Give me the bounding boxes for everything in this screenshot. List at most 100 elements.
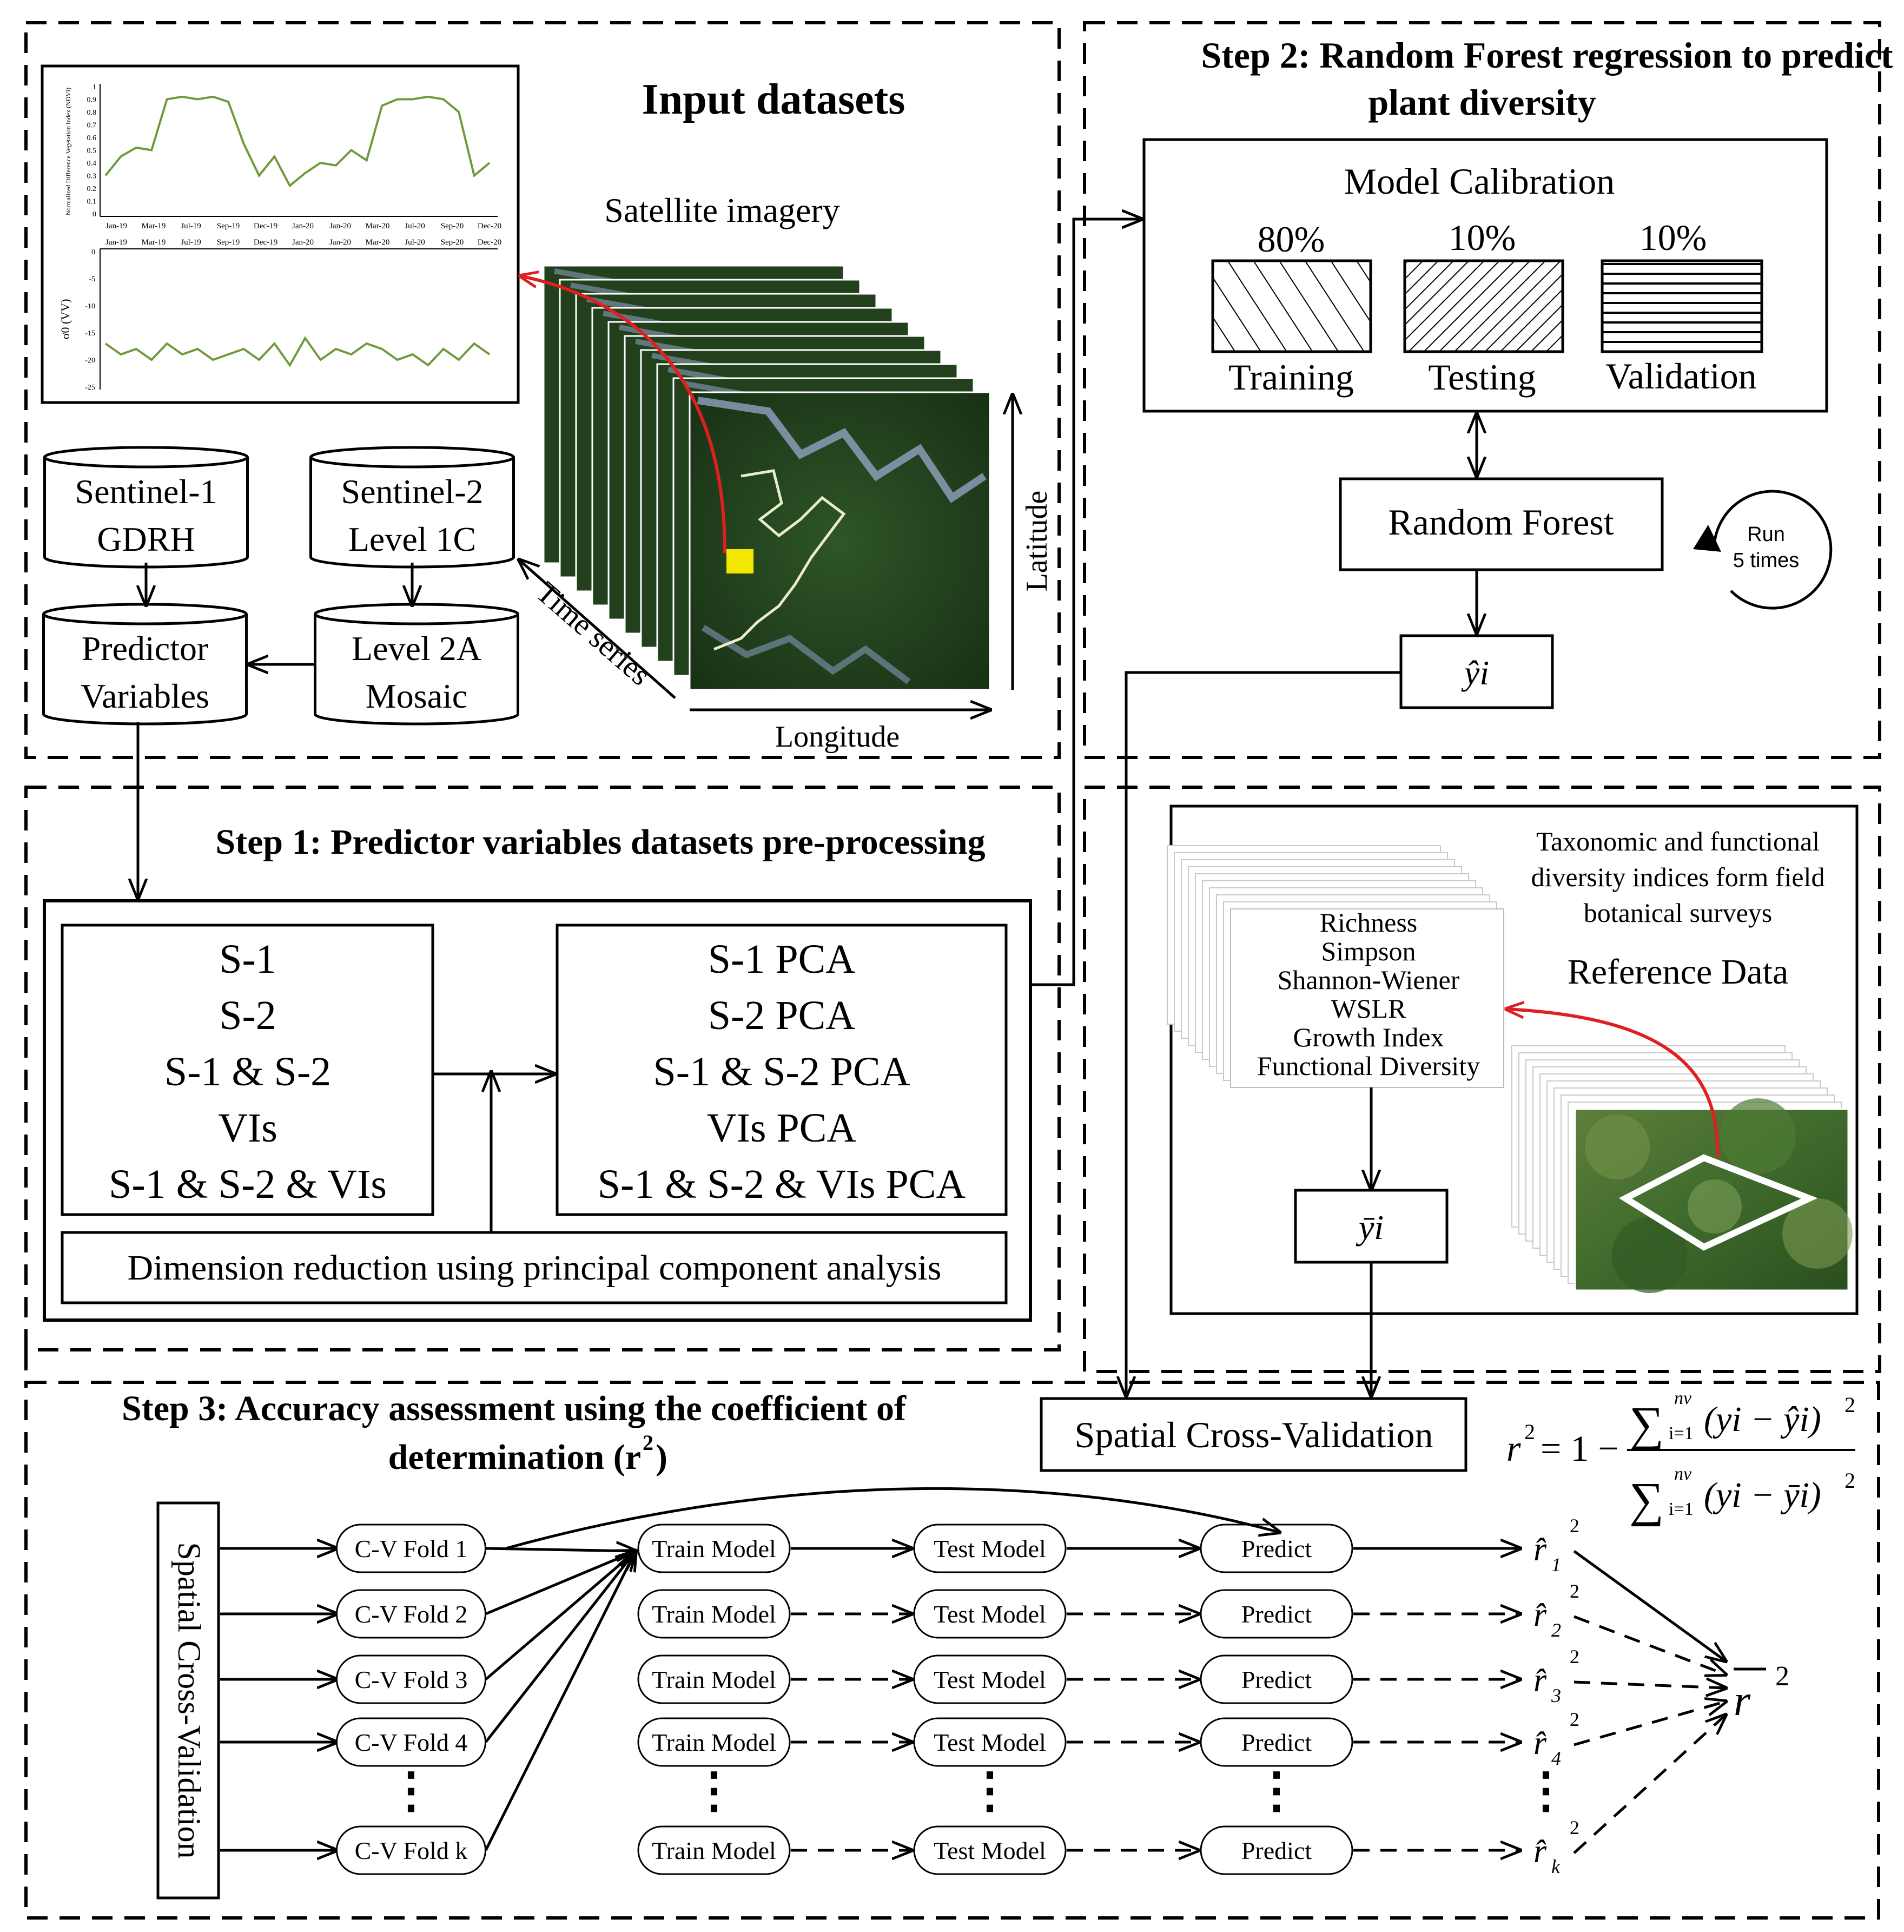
test-model <box>913 1825 1067 1875</box>
top-month-label: Jul-20 <box>405 222 425 230</box>
yhat-to-spatial-cv-arrow <box>1126 671 1401 1396</box>
step3-title-line2: determination (r 2 ) <box>388 1430 667 1477</box>
sentinel1-label-1: Sentinel-1 <box>75 472 217 511</box>
train-model <box>637 1825 791 1875</box>
train-model <box>637 1589 791 1639</box>
vv-series-line <box>104 336 491 367</box>
cylinder-top <box>42 603 248 625</box>
top-month-label: Jul-19 <box>181 222 201 230</box>
step3-title-1: Step 3: Accuracy assessment using the co… <box>122 1389 907 1428</box>
ndvi-tick-label: 0.2 <box>87 185 97 193</box>
input-datasets-panel <box>24 21 1061 759</box>
input-arrows <box>146 563 412 664</box>
spatial-cv-side-box <box>156 1501 220 1900</box>
diversity-index-item: Shannon-Wiener <box>1278 965 1460 995</box>
test-model-label: Test Model <box>934 1837 1046 1864</box>
vv-tick-label: -20 <box>85 357 95 365</box>
test-model-label: Test Model <box>934 1666 1046 1693</box>
train-model-label: Train Model <box>652 1600 776 1628</box>
step3-title-2a: determination (r <box>388 1438 641 1477</box>
top-month-label: Jan-20 <box>329 222 351 230</box>
pca-dataset-item: S-1 & S-2 & VIs PCA <box>598 1162 966 1207</box>
train-model-label: Train Model <box>652 1666 776 1693</box>
formula-den-term: (yi − ȳi) <box>1704 1475 1821 1515</box>
validation-label: Validation <box>1605 355 1757 397</box>
spatial-cv-box <box>1040 1397 1467 1472</box>
ndvi-tick-label: 0.7 <box>87 122 97 130</box>
formula-num-term: (yi − ŷi) <box>1704 1400 1821 1439</box>
run-label: Run <box>1747 523 1785 546</box>
formula-num-lower: i=1 <box>1669 1423 1694 1443</box>
original-dataset-item: S-1 & S-2 <box>164 1049 331 1094</box>
cylinder-top <box>43 446 249 469</box>
predict-label: Predict <box>1241 1600 1312 1628</box>
dimension-reduction-label: Dimension reduction using principal comp… <box>128 1248 942 1288</box>
bottom-month-label: Dec-20 <box>478 238 501 247</box>
vv-tick-label: -25 <box>85 384 95 392</box>
step2-title-2: plant diversity <box>1368 82 1596 123</box>
vv-axis-label: σ0 (VV) <box>58 299 72 340</box>
testing-label: Testing <box>1428 357 1536 398</box>
validation-hatch <box>1601 259 1763 353</box>
predict-label: Predict <box>1241 1666 1312 1693</box>
run-5-times-loop: Run 5 times <box>1693 490 1833 610</box>
yhat-label: ŷi <box>1461 654 1489 692</box>
r-hat-sup: 2 <box>1570 1646 1579 1667</box>
red-arrow-to-indices <box>1506 1009 1720 1157</box>
ndvi-tick-label: 0.8 <box>87 109 97 117</box>
step1-title: Step 1: Predictor variables datasets pre… <box>215 822 985 862</box>
bottom-month-label: Jan-19 <box>105 238 127 247</box>
predictor-label-1: Predictor <box>82 629 209 668</box>
top-month-label: Sep-19 <box>217 222 240 230</box>
pca-datasets-box <box>556 924 1008 1216</box>
test-model-label: Test Model <box>934 1535 1046 1562</box>
r-hat-subscript: k <box>1551 1856 1561 1877</box>
bottom-month-label: Sep-19 <box>217 238 240 247</box>
vv-tick-label: -15 <box>85 329 95 338</box>
ndvi-tick-label: 0.3 <box>87 173 97 181</box>
testing-hatch <box>1403 259 1564 353</box>
predict <box>1200 1825 1353 1875</box>
train-model-label: Train Model <box>652 1837 776 1864</box>
vv-tick-label: -10 <box>85 302 95 311</box>
test-model-label: Test Model <box>934 1600 1046 1628</box>
reference-data-title: Reference Data <box>1568 952 1789 992</box>
cv-fold-label: C-V Fold 1 <box>355 1535 468 1562</box>
bottom-month-label: Jan-20 <box>329 238 351 247</box>
predictor-variables-cylinder <box>42 603 248 726</box>
ndvi-tick-label: 0.6 <box>87 134 97 142</box>
formula-den-upper: nv <box>1674 1464 1692 1484</box>
predict-label: Predict <box>1241 1729 1312 1756</box>
formula-den-lower: i=1 <box>1669 1499 1694 1519</box>
test-model <box>913 1654 1067 1704</box>
formula-num-sum: ∑ <box>1629 1397 1664 1451</box>
diversity-index-item: Growth Index <box>1293 1022 1444 1052</box>
sentinel2-cylinder <box>309 446 515 569</box>
cv-fold-label: C-V Fold 3 <box>355 1666 468 1693</box>
rbar-sup: 2 <box>1775 1661 1789 1692</box>
reference-desc-1: Taxonomic and functional <box>1536 826 1820 856</box>
split-testing: 10% Testing <box>1403 217 1564 398</box>
step2-title-1: Step 2: Random Forest regression to pred… <box>1201 35 1893 76</box>
r-hat-symbol: r̂ <box>1533 1531 1547 1568</box>
panel-borders <box>24 21 1881 1920</box>
r2-formula: r 2 = 1 − ∑ nv i=1 (yi − ŷi) 2 ∑ nv i=1 … <box>1506 1388 1855 1527</box>
predict-label: Predict <box>1241 1837 1312 1864</box>
formula-num-power: 2 <box>1844 1393 1855 1417</box>
r-hat-sup: 2 <box>1570 1515 1579 1537</box>
top-month-label: Mar-20 <box>366 222 390 230</box>
r-hat-subscript: 4 <box>1551 1748 1561 1769</box>
ellipsis-dots: ⋮ <box>1522 1764 1570 1818</box>
r-hat-sup: 2 <box>1570 1709 1579 1730</box>
ellipsis-dots: ⋮ <box>1252 1764 1301 1818</box>
red-arrow-to-chart <box>520 276 726 553</box>
step3-title-2b: ) <box>656 1438 667 1477</box>
training-pct: 80% <box>1258 219 1325 260</box>
pca-dataset-item: S-2 PCA <box>708 993 856 1038</box>
cv-fold <box>336 1717 486 1767</box>
test-model <box>913 1717 1067 1767</box>
train-model <box>637 1717 791 1767</box>
train-model-label: Train Model <box>652 1729 776 1756</box>
